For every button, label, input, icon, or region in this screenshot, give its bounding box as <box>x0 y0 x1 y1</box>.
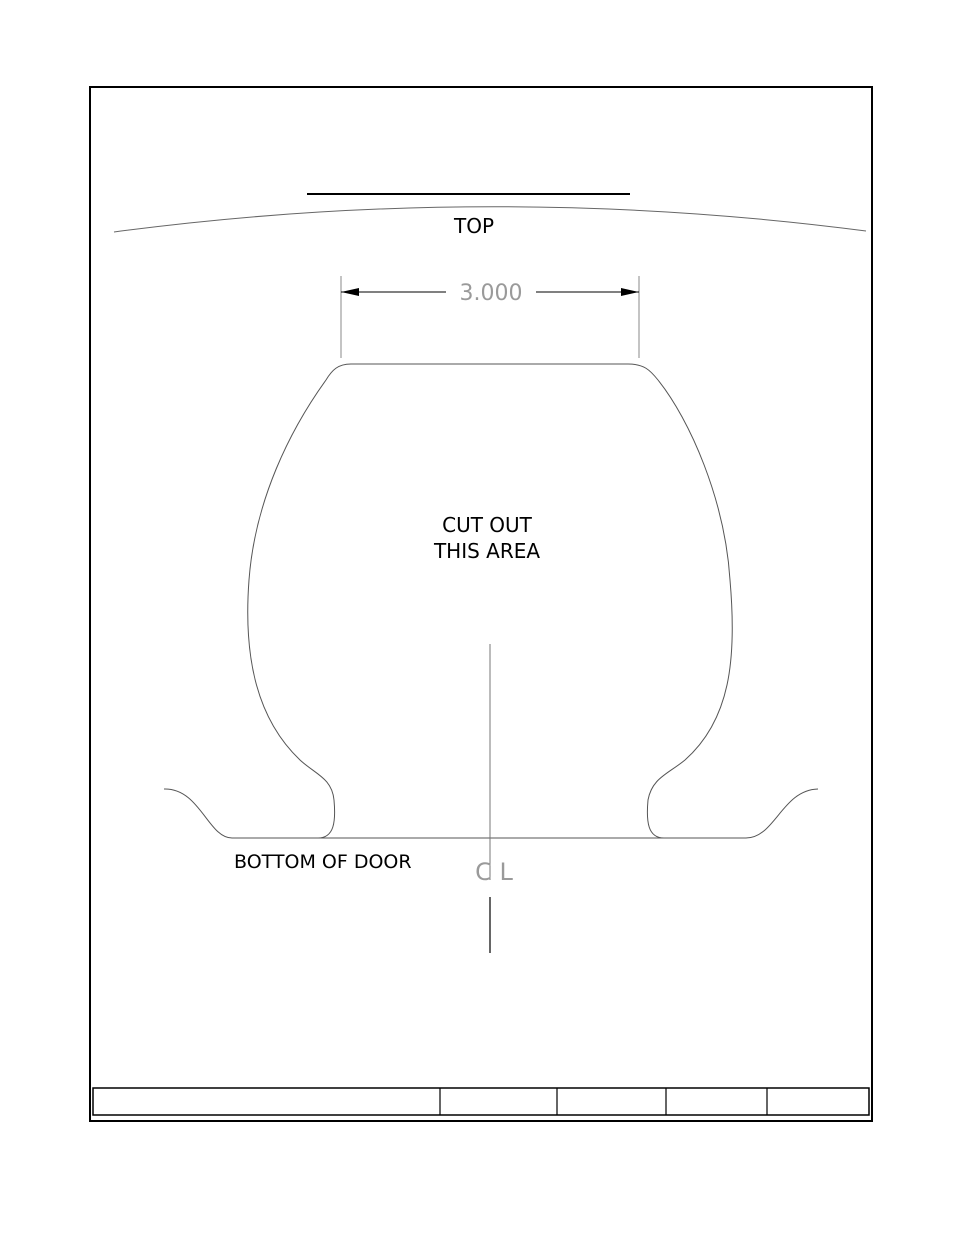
top-label: TOP <box>453 214 494 238</box>
cutout-label-line2: THIS AREA <box>433 539 540 563</box>
title-block-frame <box>93 1088 869 1115</box>
cutout-outline <box>164 364 818 838</box>
sheet-border <box>90 87 872 1121</box>
centerline-symbol: C L <box>475 858 513 886</box>
arrowhead-left <box>341 288 359 296</box>
cutout-label-line1: CUT OUT <box>442 513 533 537</box>
bottom-of-door-label: BOTTOM OF DOOR <box>234 851 412 873</box>
arrowhead-right <box>621 288 639 296</box>
dimension-value: 3.000 <box>460 281 523 306</box>
title-block <box>93 1088 869 1115</box>
width-dimension: 3.000 <box>341 276 639 358</box>
